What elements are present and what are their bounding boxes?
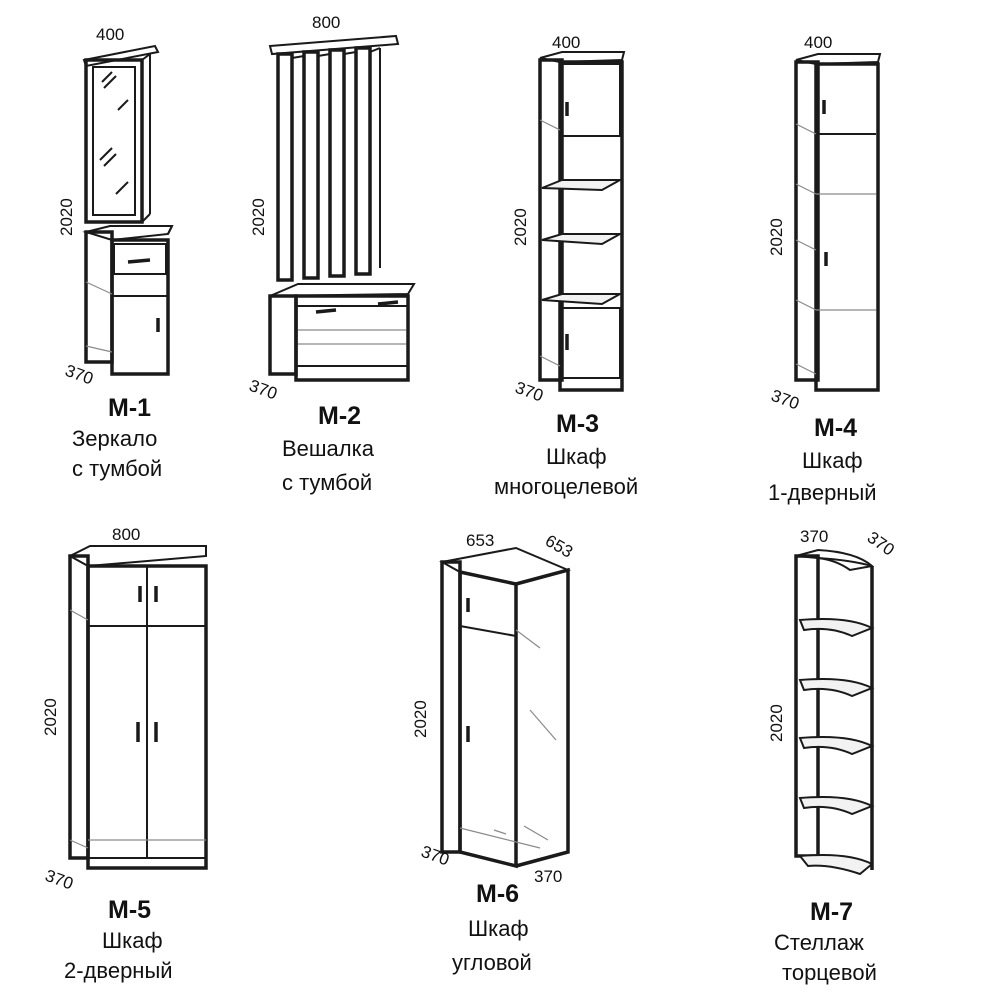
m4-drawing	[794, 53, 882, 392]
m6-height-label: 2020	[411, 700, 430, 738]
m2-width-label: 800	[312, 13, 340, 32]
m7-drawing	[794, 548, 875, 876]
m4-name-line1: Шкаф	[802, 448, 863, 473]
m1-name-line2: с тумбой	[72, 456, 162, 481]
m6-depth-label: 370	[419, 842, 452, 870]
m1-drawing	[82, 44, 174, 376]
m2-height-label: 2020	[249, 198, 268, 236]
item-m6: 653 653 2020 370 370 М-6 Шкаф угловой	[411, 531, 576, 975]
m4-code: М-4	[814, 414, 857, 442]
m4-name-line2: 1-дверный	[768, 480, 877, 505]
m6-name-line2: угловой	[452, 950, 532, 975]
m5-height-label: 2020	[41, 698, 60, 736]
m1-depth-label: 370	[63, 361, 96, 389]
m1-height-label: 2020	[57, 198, 76, 236]
m6-name-line1: Шкаф	[468, 916, 529, 941]
item-m1: 400 2020 370 М-1 Зеркало с тумбой	[57, 25, 174, 481]
m2-depth-label: 370	[247, 376, 280, 404]
item-m2: 800 2020 370 М-2 Вешалка с тумбой	[247, 13, 416, 495]
m7-name-line2: торцевой	[782, 960, 877, 985]
m6-width-label: 653	[466, 531, 494, 550]
m3-name-line1: Шкаф	[546, 444, 607, 469]
m2-name-line2: с тумбой	[282, 470, 372, 495]
m1-code: М-1	[108, 394, 151, 422]
item-m7: 370 370 2020 М-7 Стеллаж торцевой	[767, 527, 898, 985]
m4-depth-label: 370	[769, 386, 802, 414]
m5-code: М-5	[108, 896, 151, 924]
m3-height-label: 2020	[511, 208, 530, 246]
m2-name-line1: Вешалка	[282, 436, 375, 461]
m3-drawing	[538, 51, 626, 392]
m3-code: М-3	[556, 410, 599, 438]
m2-drawing	[268, 34, 416, 382]
m7-code: М-7	[810, 898, 853, 926]
m7-name-line1: Стеллаж	[774, 930, 864, 955]
m7-width2-label: 370	[864, 528, 898, 560]
item-m3: 400 2020 370 М-3 Шкаф многоцелевой	[494, 33, 638, 499]
m6-depth2-label: 370	[534, 867, 562, 886]
m5-name-line1: Шкаф	[102, 928, 163, 953]
m4-width-label: 400	[804, 33, 832, 52]
m1-width-label: 400	[96, 25, 124, 44]
m6-width2-label: 653	[542, 531, 576, 562]
item-m5: 800 2020 370 М-5 Шкаф 2-дверный	[41, 525, 208, 983]
m2-code: М-2	[318, 402, 361, 430]
m3-width-label: 400	[552, 33, 580, 52]
m7-width-label: 370	[800, 527, 828, 546]
m3-name-line2: многоцелевой	[494, 474, 638, 499]
m3-depth-label: 370	[513, 378, 546, 406]
m1-name-line1: Зеркало	[72, 426, 157, 451]
m5-depth-label: 370	[43, 866, 76, 894]
m7-height-label: 2020	[767, 704, 786, 742]
m5-drawing	[67, 545, 208, 870]
m6-drawing	[439, 546, 572, 869]
m5-name-line2: 2-дверный	[64, 958, 173, 983]
m5-width-label: 800	[112, 525, 140, 544]
item-m4: 400 2020 370 М-4 Шкаф 1-дверный	[767, 33, 882, 505]
m4-height-label: 2020	[767, 218, 786, 256]
m6-code: М-6	[476, 880, 519, 908]
